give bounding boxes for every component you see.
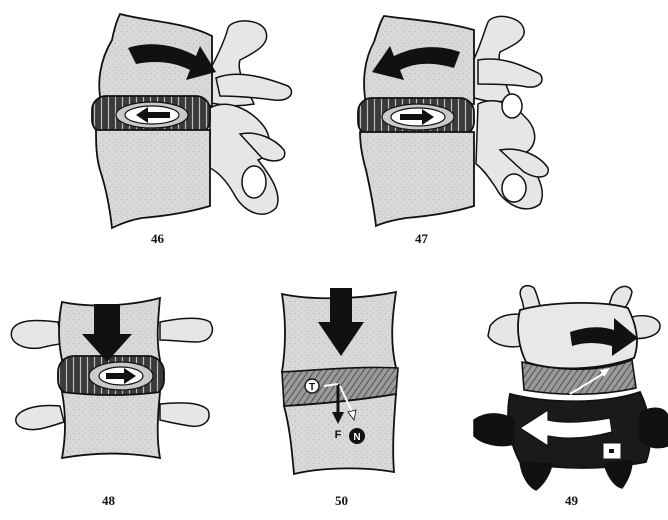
fig47-processes [468, 16, 548, 208]
figure-47-label: 47 [415, 231, 428, 247]
fig50-label-t: T [309, 382, 315, 393]
figure-50: T F N [282, 288, 398, 474]
fig46-lower-body [96, 130, 210, 228]
figure-49-label: 49 [565, 493, 578, 509]
fig50-label-f: F [335, 429, 342, 441]
fig47-lower-body [360, 132, 474, 226]
figure-46-label: 46 [151, 231, 164, 247]
figure-48-label: 48 [102, 493, 115, 509]
figure-48 [11, 298, 212, 458]
fig46-processes [205, 21, 292, 214]
figure-47 [358, 16, 548, 226]
figure-50-label: 50 [335, 493, 348, 509]
fig50-label-n: N [353, 432, 360, 443]
figure-46 [92, 14, 292, 228]
fig48-lower-body [62, 392, 160, 458]
figure-49 [474, 286, 668, 490]
